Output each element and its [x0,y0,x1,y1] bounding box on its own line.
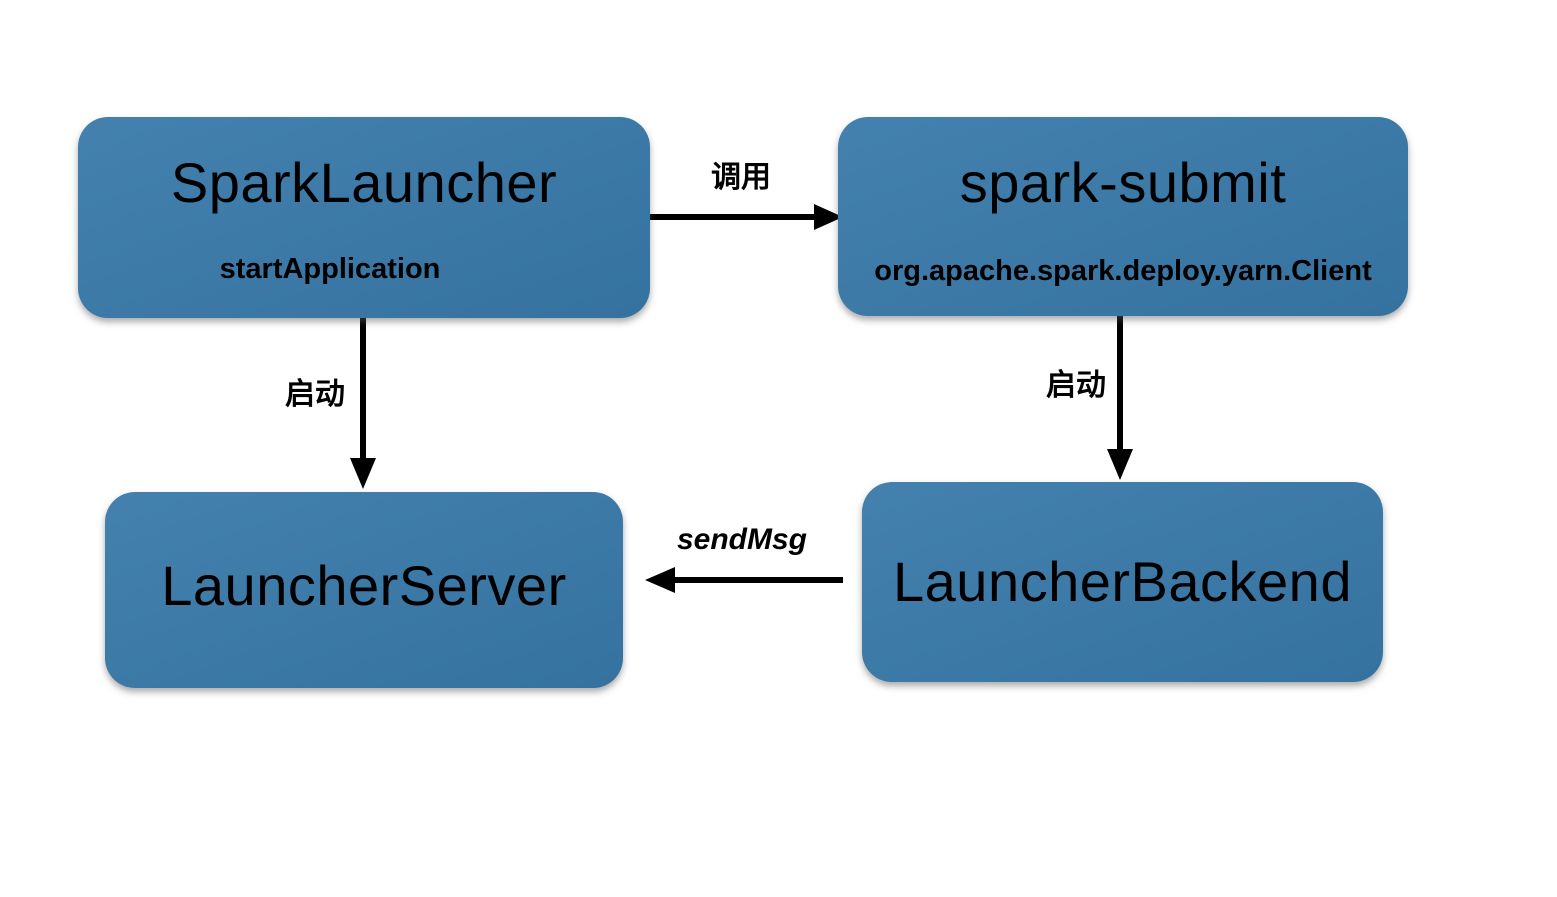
edge-label-call: 调用 [711,161,771,194]
node-spark-submit-subtitle: org.apache.spark.deploy.yarn.Client [874,255,1372,287]
edge-label-start-left: 启动 [285,378,345,411]
edge-label-sendmsg: sendMsg [676,523,808,556]
sendmsg-arrow [645,567,843,593]
node-spark-launcher-subtitle: startApplication [219,253,441,285]
node-launcher-server-title: LauncherServer [161,554,567,617]
node-launcher-server: LauncherServer [105,492,623,688]
node-spark-launcher-title: SparkLauncher [170,151,558,214]
node-spark-launcher: SparkLauncher startApplication [78,117,650,318]
node-spark-submit-title: spark-submit [959,151,1287,214]
node-spark-submit: spark-submit org.apache.spark.deploy.yar… [838,117,1408,316]
node-launcher-backend: LauncherBackend [862,482,1383,682]
edge-label-start-right: 启动 [1046,369,1106,402]
call-arrow [646,204,843,230]
node-launcher-backend-title: LauncherBackend [893,550,1352,613]
